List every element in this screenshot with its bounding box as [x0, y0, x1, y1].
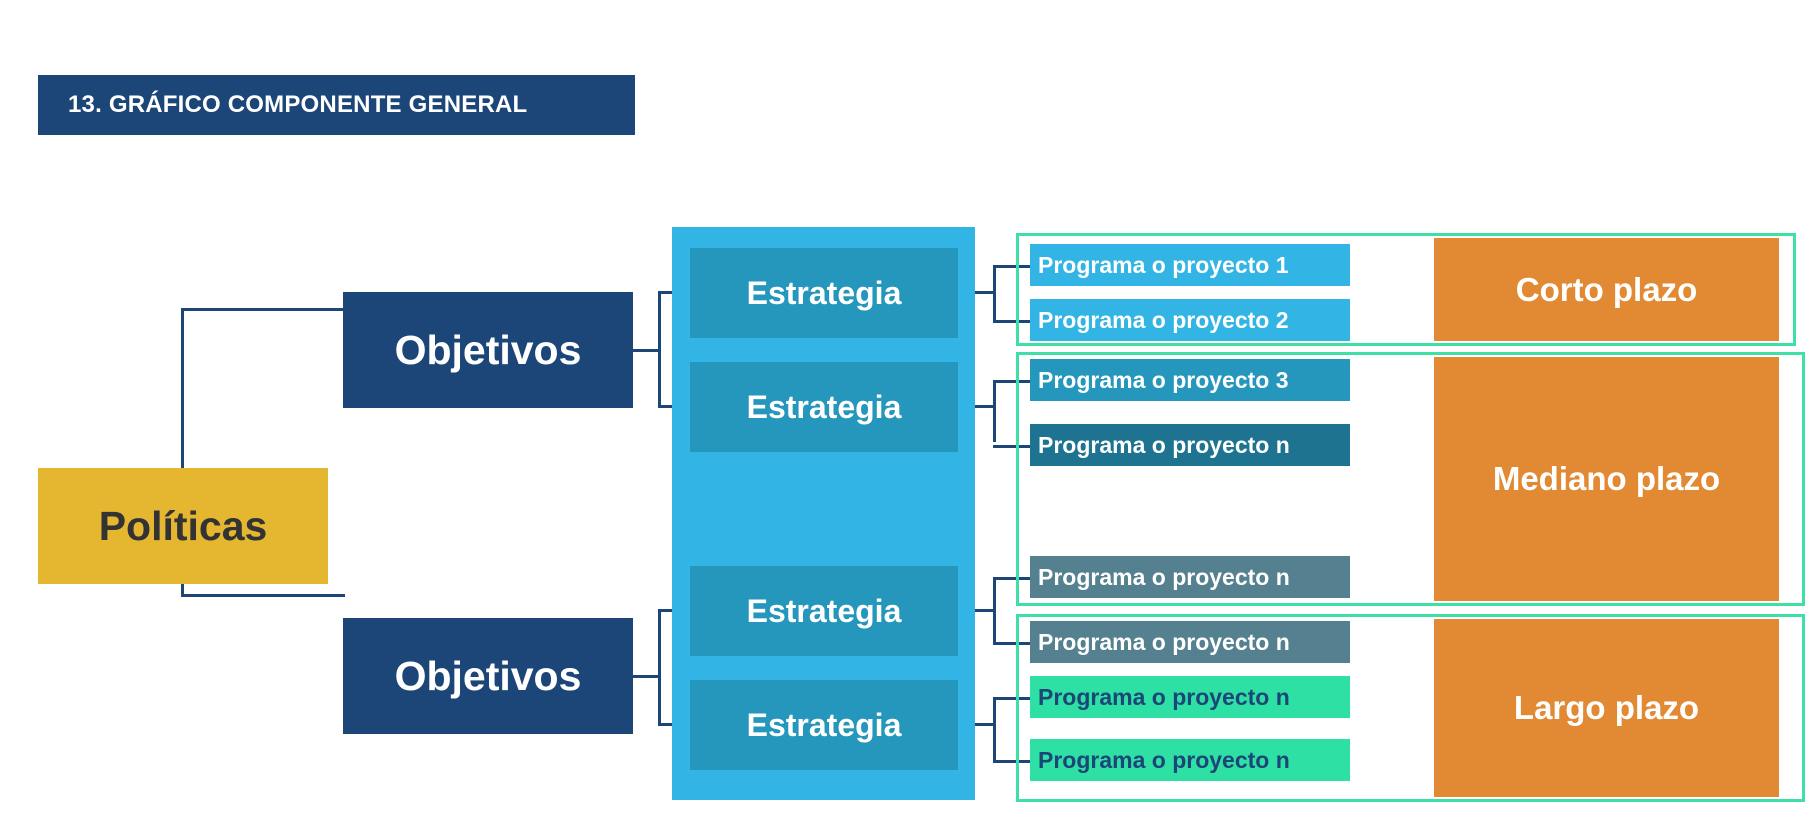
node-programa-4[interactable]: Programa o proyecto n	[1030, 424, 1350, 466]
node-largo-plazo-label: Largo plazo	[1513, 689, 1700, 726]
node-corto-plazo[interactable]: Corto plazo	[1434, 238, 1779, 341]
connector-estrategia3-to-program6	[993, 642, 1033, 645]
group-outline-corto-plazo	[1016, 233, 1796, 346]
connector-estrategia4-to-program8	[993, 760, 1033, 763]
node-programa-1[interactable]: Programa o proyecto 1	[1030, 244, 1350, 286]
connector-estrategia1-spine	[993, 265, 996, 323]
node-programa-7-label: Programa o proyecto n	[1038, 683, 1290, 710]
page-header-banner: 13. GRÁFICO COMPONENTE GENERAL	[38, 75, 635, 135]
node-programa-3[interactable]: Programa o proyecto 3	[1030, 359, 1350, 401]
node-objetivos-2[interactable]: Objetivos	[343, 618, 633, 734]
node-programa-3-label: Programa o proyecto 3	[1038, 366, 1289, 393]
node-mediano-plazo-label: Mediano plazo	[1492, 460, 1721, 497]
node-programa-4-label: Programa o proyecto n	[1038, 431, 1290, 458]
node-mediano-plazo[interactable]: Mediano plazo	[1434, 357, 1779, 601]
node-estrategia-4[interactable]: Estrategia	[690, 680, 958, 770]
node-estrategia-3-label: Estrategia	[746, 592, 902, 629]
node-programa-5-label: Programa o proyecto n	[1038, 563, 1290, 590]
node-estrategia-2[interactable]: Estrategia	[690, 362, 958, 452]
connector-politicas-spine	[181, 308, 184, 596]
node-estrategia-2-label: Estrategia	[746, 388, 902, 425]
node-objetivos-1-label: Objetivos	[394, 326, 582, 373]
connector-estrategia2-spine	[993, 380, 996, 442]
node-estrategia-1-label: Estrategia	[746, 274, 902, 311]
node-politicas[interactable]: Políticas	[38, 468, 328, 584]
node-programa-1-label: Programa o proyecto 1	[1038, 251, 1289, 278]
connector-estrategia3-stub	[958, 609, 996, 612]
connector-estrategia1-to-program2	[993, 320, 1033, 323]
connector-estrategia4-to-program7	[993, 697, 1033, 700]
node-objetivos-2-label: Objetivos	[394, 652, 582, 699]
connector-objetivo2-stub	[633, 675, 661, 678]
node-programa-8-label: Programa o proyecto n	[1038, 746, 1290, 773]
connector-objetivo2-spine	[658, 609, 661, 726]
group-outline-largo-plazo	[1016, 614, 1805, 802]
page-title: 13. GRÁFICO COMPONENTE GENERAL	[68, 91, 528, 118]
connector-estrategia2-to-program4	[993, 445, 1033, 448]
node-programa-2-label: Programa o proyecto 2	[1038, 306, 1289, 333]
node-programa-6-label: Programa o proyecto n	[1038, 628, 1290, 655]
node-politicas-label: Políticas	[98, 502, 268, 549]
node-estrategia-1[interactable]: Estrategia	[690, 248, 958, 338]
connector-estrategia3-spine	[993, 577, 996, 645]
node-programa-5[interactable]: Programa o proyecto n	[1030, 556, 1350, 598]
connector-estrategia2-stub	[958, 405, 996, 408]
node-programa-6[interactable]: Programa o proyecto n	[1030, 621, 1350, 663]
connector-objetivo1-stub	[633, 349, 661, 352]
node-programa-8[interactable]: Programa o proyecto n	[1030, 739, 1350, 781]
node-estrategia-3[interactable]: Estrategia	[690, 566, 958, 656]
node-largo-plazo[interactable]: Largo plazo	[1434, 619, 1779, 797]
node-programa-2[interactable]: Programa o proyecto 2	[1030, 299, 1350, 341]
group-outline-mediano-plazo	[1016, 352, 1805, 606]
node-corto-plazo-label: Corto plazo	[1515, 270, 1698, 308]
connector-objetivo1-spine	[658, 291, 661, 408]
connector-estrategia4-spine	[993, 697, 996, 763]
node-estrategia-4-label: Estrategia	[746, 706, 902, 743]
connector-politicas-to-objetivo-2	[181, 594, 345, 597]
connector-estrategia1-stub	[958, 291, 996, 294]
connector-estrategia1-to-program1	[993, 265, 1033, 268]
connector-estrategia4-stub	[958, 723, 996, 726]
node-objetivos-1[interactable]: Objetivos	[343, 292, 633, 408]
connector-estrategia2-to-program3	[993, 380, 1033, 383]
node-programa-7[interactable]: Programa o proyecto n	[1030, 676, 1350, 718]
connector-politicas-to-objetivo-1	[181, 308, 345, 311]
connector-estrategia3-to-program5	[993, 577, 1033, 580]
